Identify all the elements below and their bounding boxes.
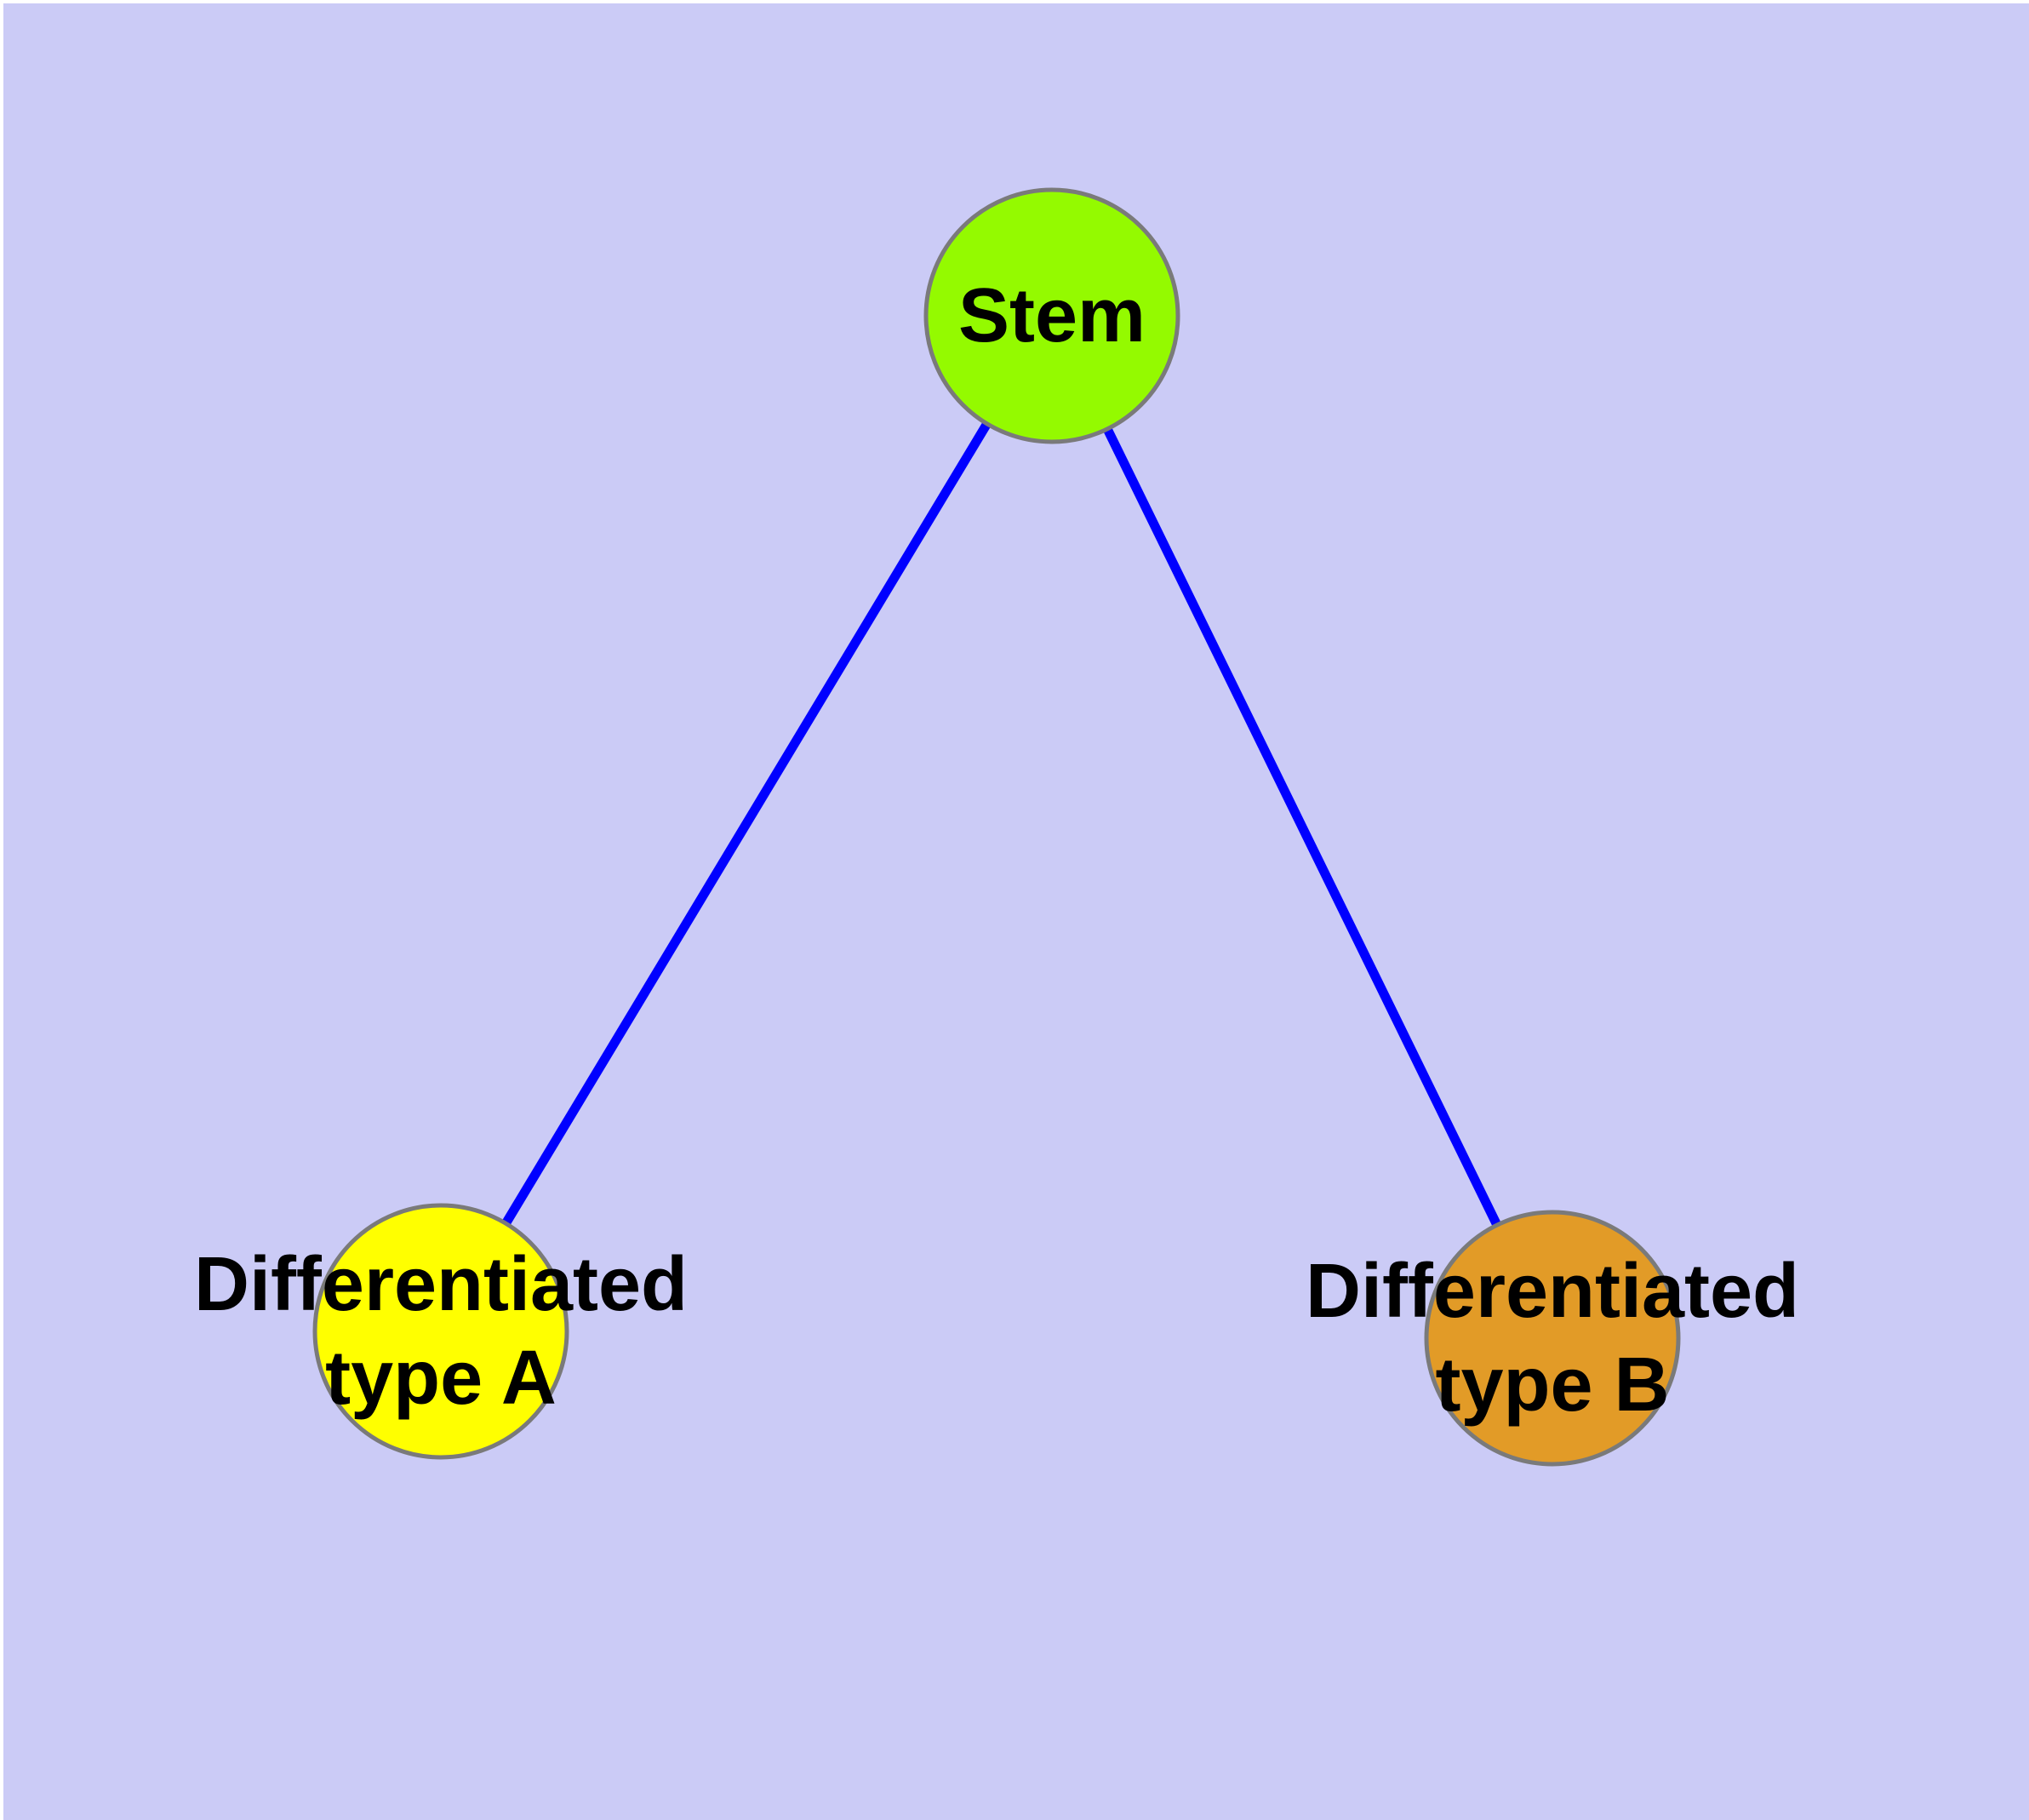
- edge-stem-to-type-b: [1048, 313, 1557, 1341]
- diagram-canvas: Stem Differentiated type A Differentiate…: [3, 3, 2029, 1820]
- stem-node-circle: [923, 187, 1180, 444]
- graph-svg: [312, 187, 1681, 1467]
- type-b-node-circle: [1424, 1210, 1681, 1467]
- type-a-node-circle: [312, 1203, 569, 1460]
- edge-stem-to-type-a: [437, 313, 1056, 1334]
